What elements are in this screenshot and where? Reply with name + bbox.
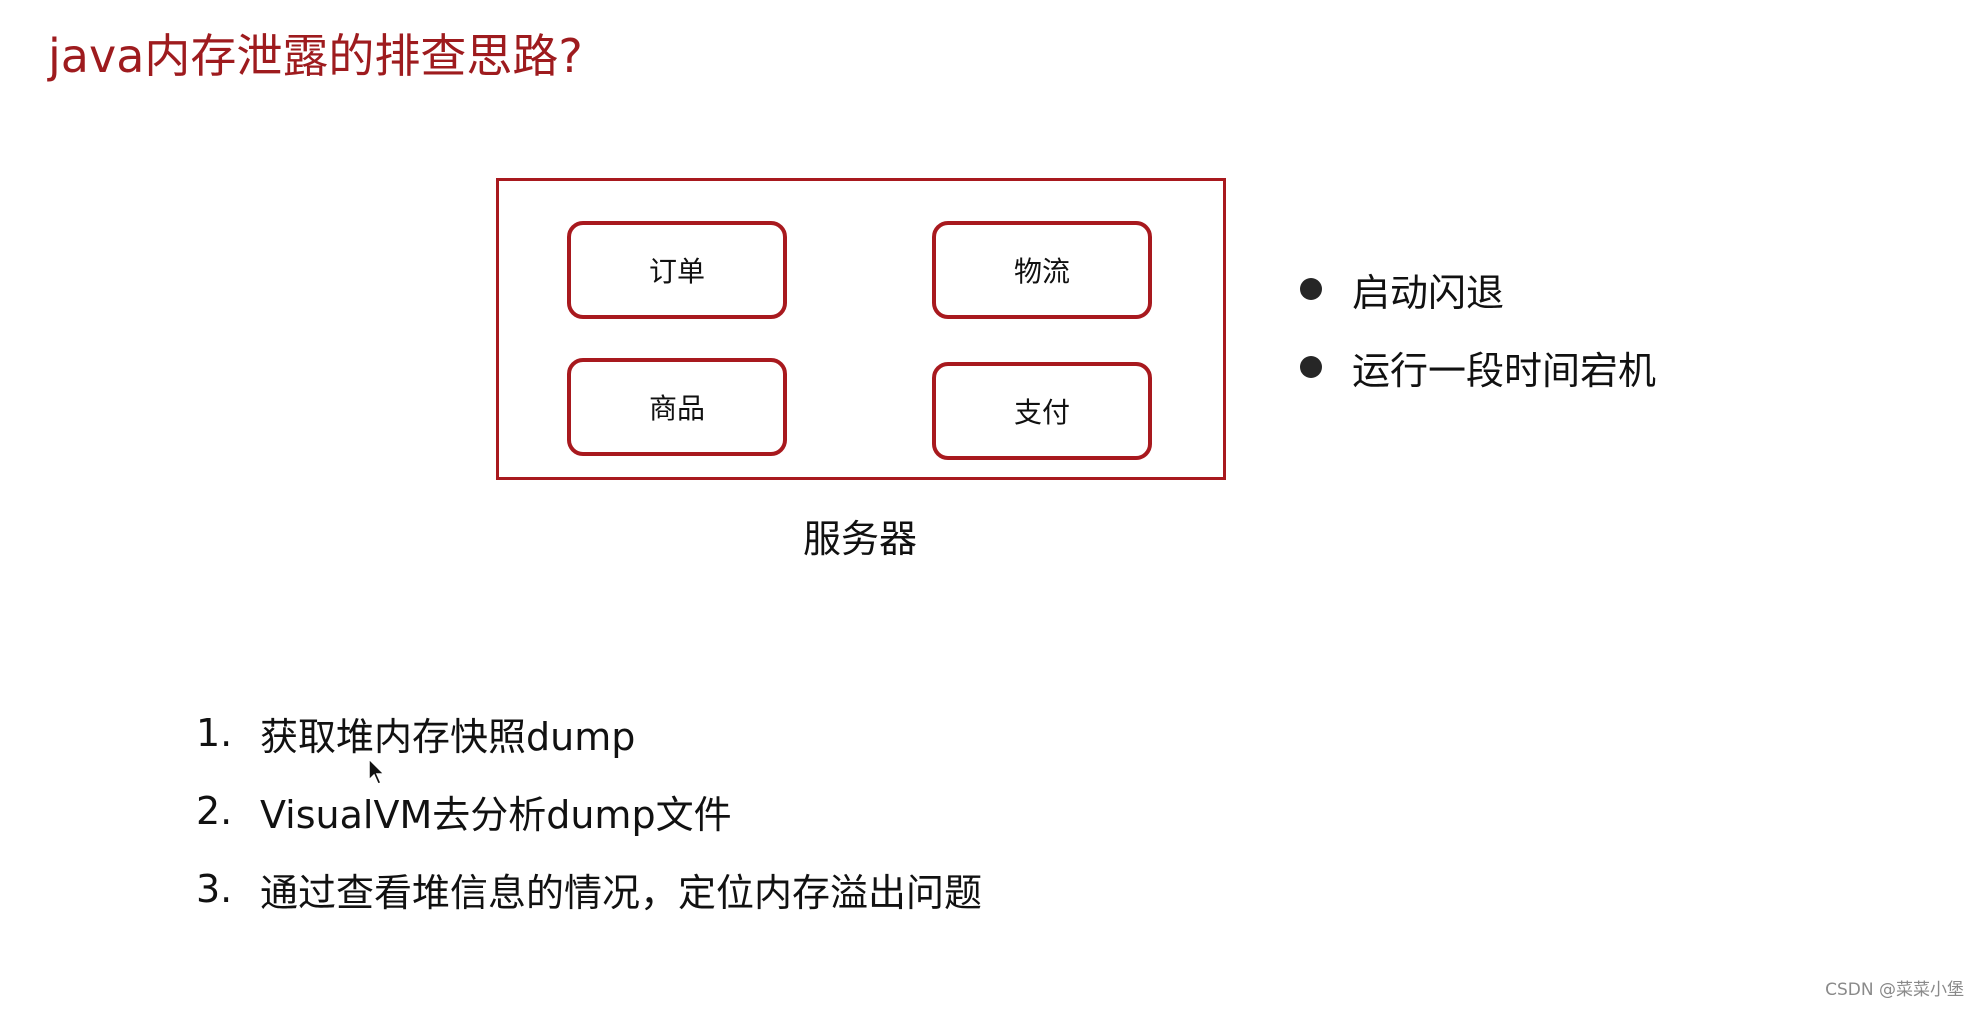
symptom-text: 启动闪退 — [1352, 270, 1505, 315]
symptom-list: 启动闪退 运行一段时间宕机 — [1300, 262, 1656, 418]
step-item: 2. VisualVM去分析dump文件 — [196, 783, 982, 839]
server-label: 服务器 — [802, 517, 917, 561]
bullet-dot-icon — [1300, 278, 1322, 300]
watermark: CSDN @菜菜小堡 — [1825, 980, 1964, 1000]
mouse-pointer-icon — [368, 758, 386, 785]
service-logistics-box: 物流 — [932, 221, 1152, 319]
page-title: java内存泄露的排查思路? — [48, 29, 583, 83]
step-item: 1. 获取堆内存快照dump — [196, 705, 982, 761]
step-list: 1. 获取堆内存快照dump 2. VisualVM去分析dump文件 3. 通… — [196, 705, 982, 939]
service-payment-box: 支付 — [932, 362, 1152, 460]
service-product-box: 商品 — [567, 358, 787, 456]
step-text: VisualVM去分析dump文件 — [260, 792, 732, 837]
symptom-text: 运行一段时间宕机 — [1352, 348, 1657, 393]
step-number: 1. — [196, 711, 233, 755]
step-item: 3. 通过查看堆信息的情况，定位内存溢出问题 — [196, 861, 982, 917]
bullet-dot-icon — [1300, 356, 1322, 378]
service-order-box: 订单 — [567, 221, 787, 319]
server-box — [496, 178, 1226, 480]
symptom-item: 运行一段时间宕机 — [1300, 340, 1656, 394]
step-text: 获取堆内存快照dump — [260, 714, 636, 759]
step-number: 2. — [196, 789, 233, 833]
step-number: 3. — [196, 867, 233, 911]
symptom-item: 启动闪退 — [1300, 262, 1656, 316]
step-text: 通过查看堆信息的情况，定位内存溢出问题 — [260, 870, 983, 915]
